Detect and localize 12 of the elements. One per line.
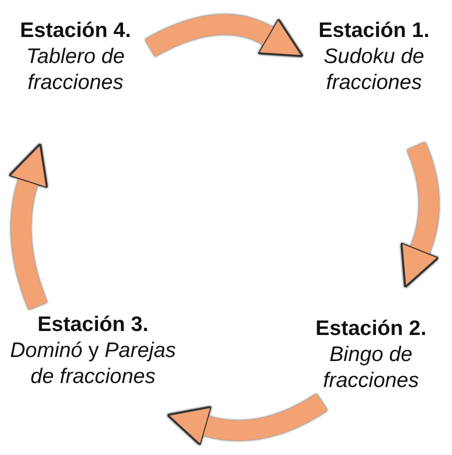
activity-name: Dominó y Parejas de fracciones <box>9 338 177 390</box>
activity-name: Sudoku de fracciones <box>322 44 426 96</box>
cycle-arrow <box>8 142 48 310</box>
station-heading: Estación 2. <box>314 316 428 342</box>
station-heading: Estación 3. <box>36 312 150 338</box>
cycle-arrow <box>400 142 440 289</box>
activity-name: Tablero de fracciones <box>25 44 126 96</box>
cycle-arrow <box>145 14 305 57</box>
station-heading: Estación 1. <box>318 18 430 44</box>
cycle-arrow <box>166 394 328 446</box>
station-heading: Estación 4. <box>19 18 132 44</box>
activity-name: Bingo de fracciones <box>322 342 420 394</box>
